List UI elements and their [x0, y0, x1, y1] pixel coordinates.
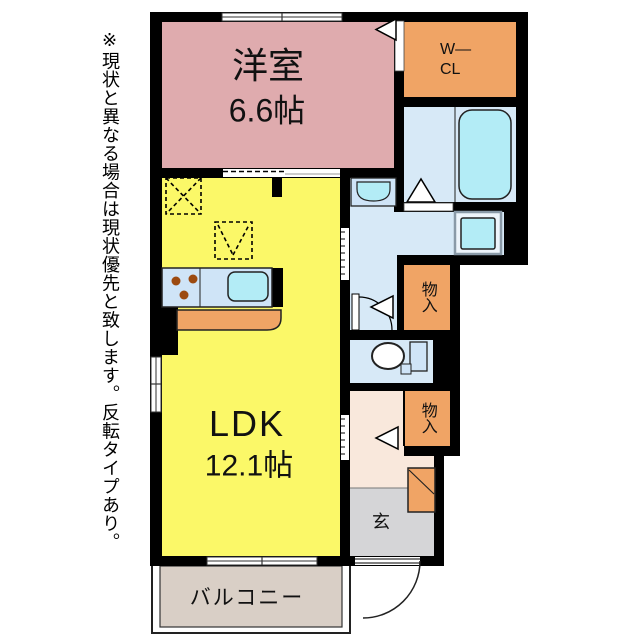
entrance-label: 玄: [372, 512, 390, 533]
kitchen-bar-counter: [176, 309, 282, 331]
balcony-deck: [159, 565, 343, 628]
western-room-label: 洋室: [231, 45, 305, 87]
slider-ldk-hallway: [341, 415, 349, 460]
windows: [150, 12, 343, 566]
toilet: [371, 341, 428, 375]
ldk-size-label: 12.1帖: [204, 449, 294, 483]
wall-left: [150, 12, 162, 566]
toilet-bowl: [371, 342, 405, 370]
storage1-floor: [404, 265, 450, 330]
wall-wcl-bottom: [397, 97, 516, 107]
door-triangle-icon: [405, 177, 437, 203]
door-triangle-icon: [369, 294, 394, 320]
wall-toilet-bottom: [349, 383, 460, 391]
kitchen-counter: [161, 267, 273, 308]
storage2-floor: [404, 391, 450, 446]
door-bathroom: [403, 177, 454, 212]
wall-ldk-left-notch: [162, 307, 178, 355]
window-ldk-left: [150, 356, 162, 413]
wall-storage1-top: [397, 255, 528, 265]
wall-toilet-right: [433, 340, 460, 391]
bathtub: [454, 107, 512, 202]
door-western-wcl: [374, 17, 405, 72]
fixtures: [161, 107, 512, 513]
wall-storage2-left: [403, 391, 405, 446]
balcony: [151, 557, 351, 634]
wall-stub-kitchen: [272, 268, 283, 307]
stove-burner-icon: [179, 290, 189, 300]
sliding-doors: [223, 169, 349, 460]
wall-right-upper: [516, 12, 528, 265]
ldk-label: LDK: [208, 403, 286, 445]
wash-basin: [350, 177, 397, 207]
doors: [351, 17, 454, 619]
storage1-label: 物入: [418, 281, 436, 313]
wcl-line2: CL: [440, 61, 461, 78]
balcony-label: バルコニー: [189, 586, 305, 610]
western-room-size-label: 6.6帖: [228, 92, 306, 129]
door-triangle-icon: [374, 425, 399, 451]
window-ldk-balcony: [206, 556, 318, 566]
door-triangle-icon: [374, 17, 397, 42]
stove-burner-icon: [171, 276, 181, 286]
walkin-closet-label: W— CL: [440, 40, 471, 80]
door-washroom: [351, 293, 394, 331]
disclaimer-text: ※現状と異なる場合は現状優先と致します。反転タイプあり。: [100, 30, 120, 551]
shoe-cabinet: [407, 467, 436, 513]
wcl-line1: W—: [440, 41, 472, 58]
wall-laundry-right: [504, 212, 516, 265]
wall-storage1-left: [397, 265, 404, 330]
wall-toilet-top: [349, 330, 460, 340]
wall-storage2-bottom: [404, 446, 460, 456]
wall-bath-bottom: [397, 202, 516, 212]
storage2-label: 物入: [418, 402, 436, 434]
door-entry: [355, 557, 421, 619]
wall-western-right: [394, 22, 404, 212]
slider-western-ldk: [223, 169, 340, 177]
wall-stub-upper: [272, 177, 282, 197]
cupboard-space: [214, 221, 253, 260]
window-western-top: [221, 12, 343, 22]
refrigerator-space: [165, 177, 202, 215]
walkin-closet-floor: [404, 22, 516, 97]
stove-burner-icon: [188, 274, 198, 284]
entry-door-swing-arc: [362, 560, 421, 619]
toilet-tank: [409, 341, 428, 372]
slider-ldk-washroom: [341, 228, 349, 280]
wall-storage2-right: [450, 391, 460, 456]
washing-machine-pan: [453, 210, 503, 256]
wall-ldk-right: [340, 168, 350, 566]
door-storage2: [374, 425, 399, 451]
wall-entrance-right: [434, 456, 444, 566]
ldk-floor: [162, 178, 340, 556]
kitchen-sink: [227, 271, 269, 302]
wall-storage1-right: [450, 265, 460, 340]
western-room-floor: [162, 22, 394, 168]
